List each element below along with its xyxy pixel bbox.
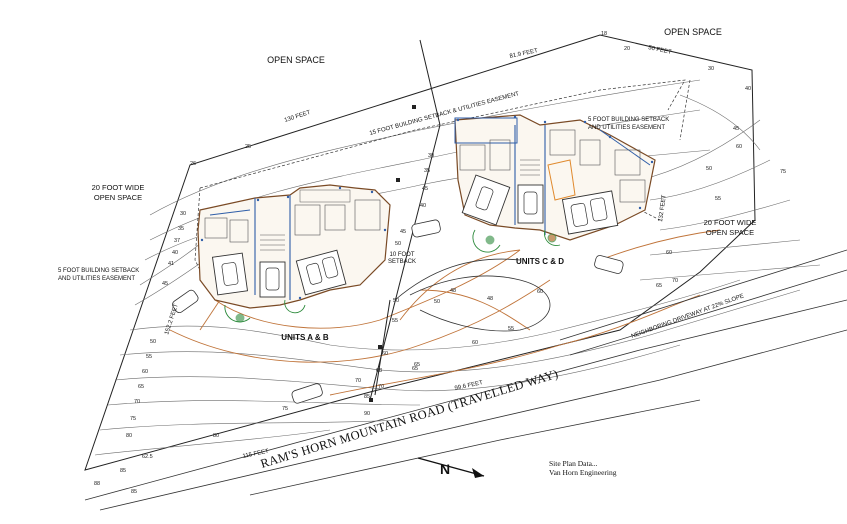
contour-label: 90 [364,411,370,417]
open-space-right-label: OPEN SPACE [664,27,722,37]
contour-label: 55 [146,354,152,360]
north-label: N [440,461,450,477]
contour-label: 45 [422,186,428,192]
setback-right-line2: AND UTILITIES EASEMENT [588,125,665,131]
open-space-20-right-line2: OPEN SPACE [706,228,754,237]
contour-label: 20 [624,46,630,52]
contour-label: 60 [382,351,388,357]
contour-labels-right: 18 20 30 40 45 50 55 60 65 70 75 60 [601,31,786,289]
north-arrow-icon: N [417,457,485,478]
credit-line-2: Van Horn Engineering [549,468,617,477]
neighbor-driveway-label: NEIGHBORING DRIVEWAY AT 22% SLOPE [631,293,745,339]
contour-label: 60 [736,144,742,150]
contour-label: 48 [487,296,493,302]
dim-130-feet: 130 FEET [284,110,312,124]
contour-label: 30 [428,153,434,159]
lot-lines [369,39,441,401]
credit-block: Site Plan Data... Van Horn Engineering [549,459,616,477]
contour-label: 70 [378,384,384,390]
contour-label: 50 [393,298,399,304]
open-space-20-right-line1: 20 FOOT WIDE [704,218,757,227]
contour-label: 75 [282,406,288,412]
contour-label: 55 [715,196,721,202]
contour-label: 50 [150,339,156,345]
contour-labels-left: 30 35 37 40 41 45 50 55 60 65 70 75 80 8… [94,211,186,487]
contour-label: 85 [364,394,370,400]
contour-label: 65 [656,283,662,289]
setback-10-line1: 10 FOOT [389,252,414,258]
contour-label: 40 [745,86,751,92]
contour-label: 26 [190,161,196,167]
contour-label: 60 [142,369,148,375]
contour-label: 88 [94,481,100,487]
contour-label: 80 [126,433,132,439]
credit-line-1: Site Plan Data... [549,459,598,468]
setback-left-line1: 5 FOOT BUILDING SETBACK [58,268,139,274]
contour-label: 40 [172,250,178,256]
open-space-left-label: OPEN SPACE [267,55,325,65]
parked-cars [172,219,624,404]
units-ab-building [197,184,391,309]
contour-label: 70 [134,399,140,405]
units-cd-building [454,114,656,241]
dim-99-6-feet: 99.6 FEET [454,380,484,392]
contour-label: 18 [601,31,607,37]
contour-label: 35 [424,168,430,174]
contour-label: 41 [168,261,174,267]
contour-label: 30 [180,211,186,217]
units-ab-label: UNITS A & B [281,333,329,342]
contour-label: 80 [213,433,219,439]
contour-label: 30 [708,66,714,72]
contour-label: 40 [420,203,426,209]
contour-label: 45 [733,126,739,132]
contour-label: 50 [395,241,401,247]
landscape-features [224,229,561,323]
contour-label: 65 [412,366,418,372]
contour-labels-center: 60 65 68 70 55 50 48 48 50 55 60 65 60 5… [190,144,543,390]
lot-line-ticks [369,105,416,402]
contour-label: 50 [706,166,712,172]
contour-label: 60 [666,250,672,256]
setback-right-line1: 5 FOOT BUILDING SETBACK [588,117,669,123]
contour-label: 25 [245,144,251,150]
contour-label: 50 [434,299,440,305]
contour-label: 75 [780,169,786,175]
contour-label: 70 [672,278,678,284]
contour-label: 35 [178,226,184,232]
contour-label: 55 [392,318,398,324]
contour-label: 68 [376,368,382,374]
contour-label: 85 [120,468,126,474]
contour-label: 75 [130,416,136,422]
contour-label: 65 [138,384,144,390]
contour-label: 45 [400,229,406,235]
contour-label: 55 [508,326,514,332]
contour-label: 65 [414,362,420,368]
contour-label: 60 [537,289,543,295]
driveways [394,258,551,332]
neighbor-driveway [559,249,847,356]
contour-label: 62.5 [142,454,153,460]
setback-left-line2: AND UTILITIES EASEMENT [58,276,135,282]
contour-label: 45 [162,281,168,287]
contour-label: 37 [174,238,180,244]
setback-10-line2: SETBACK [388,259,416,265]
contour-label: 85 [131,489,137,495]
dim-81-9-feet: 81.9 FEET [509,48,539,60]
dim-50-feet: 50 FEET [648,45,673,56]
open-space-20-left-line2: OPEN SPACE [94,193,142,202]
contour-label: 60 [472,340,478,346]
contour-labels-road: 62.5 70 75 80 85 85 90 [131,378,370,495]
units-cd-label: UNITS C & D [516,257,564,266]
contour-label: 70 [355,378,361,384]
contour-label: 48 [450,288,456,294]
open-space-20-left-line1: 20 FOOT WIDE [92,183,145,192]
road-edges [84,299,847,511]
dim-115-feet: 115 FEET [242,448,270,459]
dim-132-feet: 132 FEET [658,194,668,222]
